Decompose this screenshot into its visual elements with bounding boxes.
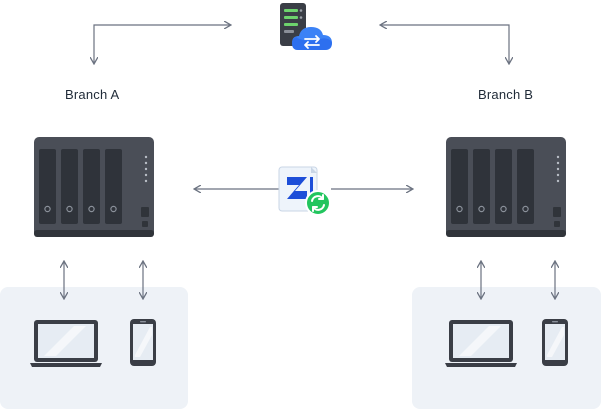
branch-a-label: Branch A <box>65 87 120 102</box>
connector-cloud-branch-b <box>381 25 509 63</box>
branch-b-label: Branch B <box>478 87 534 102</box>
phone-icon <box>130 319 156 366</box>
phone-icon <box>542 319 568 366</box>
nas-icon <box>446 137 566 237</box>
nas-icon <box>34 137 154 237</box>
laptop-icon <box>30 320 102 367</box>
drive-sync-app-icon <box>278 166 331 216</box>
connector-cloud-branch-a <box>94 25 230 63</box>
laptop-icon <box>445 320 517 367</box>
cloud-server-icon <box>280 3 332 50</box>
